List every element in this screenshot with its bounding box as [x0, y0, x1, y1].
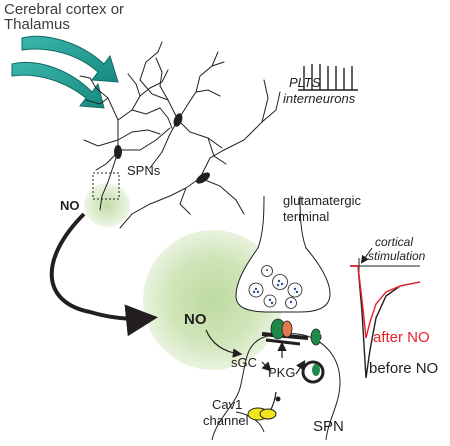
- recycling-protein: [312, 364, 320, 376]
- no-signal-arrow: [49, 212, 158, 337]
- before-no-label: before NO: [369, 360, 439, 377]
- cortex-thalamus-label: Cerebral cortex or Thalamus: [4, 2, 124, 32]
- epsc-traces: [350, 258, 421, 379]
- no-source-glow: [84, 183, 130, 227]
- no-origin-label: NO: [60, 198, 80, 213]
- spn-soma-1: [114, 145, 122, 159]
- zoom-region-box: [92, 172, 120, 200]
- terminal-label-2: terminal: [283, 209, 330, 224]
- cav1-link-dot: [275, 396, 281, 402]
- spn-neurons: [79, 41, 281, 229]
- cortical-input-arrows: [11, 35, 119, 109]
- stimulation-pointer: [360, 247, 373, 264]
- cav1-label-2: channel: [203, 413, 249, 428]
- cav1-channel: [247, 407, 277, 421]
- spike-train: [298, 64, 358, 91]
- plts-label-2: interneurons: [283, 91, 356, 106]
- after-no-label: after NO: [373, 329, 430, 346]
- spn-soma-2: [173, 113, 183, 127]
- stim-label-2: stimulation: [368, 249, 426, 263]
- sgc-label: sGC: [231, 355, 257, 370]
- glutamatergic-terminal: [235, 195, 331, 313]
- plts-label-1: PLTS: [289, 75, 321, 90]
- source-line-1: Cerebral cortex or: [4, 1, 125, 18]
- synaptic-density-2: [265, 338, 301, 346]
- cav1-label-1: Cav1: [212, 397, 243, 412]
- vesicle-contents: [252, 269, 299, 305]
- receptor-proteins: [270, 318, 325, 346]
- no-synapse-label: NO: [184, 311, 207, 328]
- recycling-loop: [301, 360, 325, 384]
- plts-soma: [196, 172, 210, 184]
- spn-label: SPN: [313, 418, 344, 435]
- source-line-2: Thalamus: [4, 16, 70, 33]
- stim-label-1: cortical: [375, 235, 414, 249]
- spns-label: SPNs: [127, 163, 161, 178]
- pkg-label: PKG: [268, 365, 296, 380]
- terminal-label-1: glutamatergic: [283, 193, 362, 208]
